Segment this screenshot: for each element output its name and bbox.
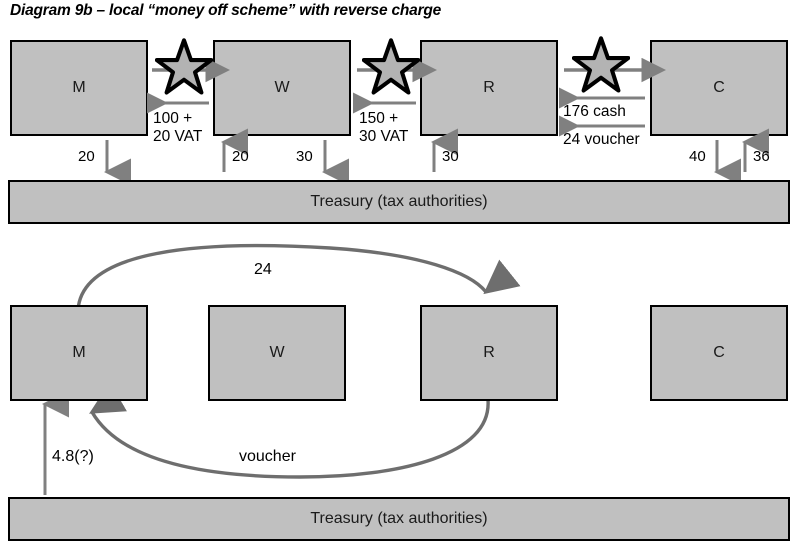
payment-label-r-to-w: 150 + 30 VAT	[359, 110, 409, 145]
top-node-m-label: M	[72, 79, 86, 96]
star-goods-w-to-r-icon	[361, 38, 421, 101]
page-title: Diagram 9b – local “money off scheme” wi…	[10, 2, 442, 19]
treasury-bar-bottom: Treasury (tax authorities)	[8, 497, 790, 541]
payment-label-c-to-r-voucher: 24 voucher	[563, 131, 640, 148]
top-node-c: C	[650, 40, 788, 136]
top-node-r: R	[420, 40, 558, 136]
bottom-node-w-label: W	[269, 344, 285, 361]
curve-r-to-m-voucher	[89, 381, 490, 479]
top-node-c-label: C	[713, 79, 725, 96]
star-goods-r-to-c-icon	[571, 36, 631, 99]
vat-value-w-up: 20	[232, 148, 249, 165]
curve-label-voucher: voucher	[239, 448, 296, 465]
treasury-bar-top-label: Treasury (tax authorities)	[310, 193, 488, 210]
treasury-bar-bottom-label: Treasury (tax authorities)	[310, 510, 488, 527]
top-node-w: W	[213, 40, 351, 136]
vat-value-r-up: 30	[442, 148, 459, 165]
curve-label-24: 24	[254, 261, 272, 278]
bottom-node-c-label: C	[713, 344, 725, 361]
payment-label-c-to-r-cash: 176 cash	[563, 103, 626, 120]
vat-value-c-up: 36	[753, 148, 770, 165]
star-goods-m-to-w-icon	[154, 38, 214, 101]
vat-value-w-down: 30	[296, 148, 313, 165]
bottom-node-r-label: R	[483, 344, 495, 361]
refund-label-4-8: 4.8(?)	[52, 448, 94, 465]
bottom-node-r: R	[420, 305, 558, 401]
curve-m-to-r-24	[76, 243, 521, 311]
bottom-node-m-label: M	[72, 344, 86, 361]
payment-label-w-to-m: 100 + 20 VAT	[153, 110, 203, 145]
bottom-node-m: M	[10, 305, 148, 401]
vat-value-m-down: 20	[78, 148, 95, 165]
bottom-node-c: C	[650, 305, 788, 401]
treasury-bar-top: Treasury (tax authorities)	[8, 180, 790, 224]
vat-value-r-down: 40	[689, 148, 706, 165]
top-node-w-label: W	[274, 79, 290, 96]
top-node-r-label: R	[483, 79, 495, 96]
bottom-node-w: W	[208, 305, 346, 401]
top-node-m: M	[10, 40, 148, 136]
